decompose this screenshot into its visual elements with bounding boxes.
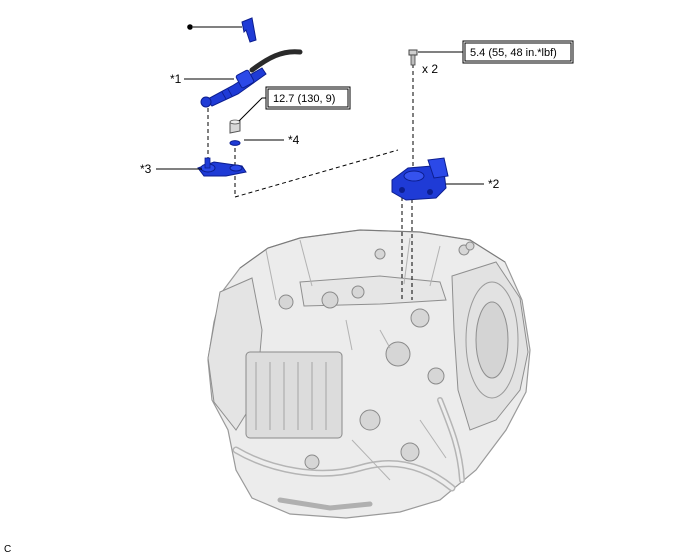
illustration-code: C bbox=[4, 544, 11, 555]
cable-retaining-clip bbox=[241, 17, 257, 43]
reference-dot-icon bbox=[187, 24, 193, 30]
lock-nut-part bbox=[229, 119, 241, 134]
shift-cable-part bbox=[200, 49, 303, 108]
position-switch-part bbox=[391, 157, 449, 201]
washer-part bbox=[229, 140, 241, 146]
leader-lines bbox=[156, 26, 484, 185]
part-label-4: *4 bbox=[288, 133, 300, 147]
part-label-1: *1 bbox=[170, 72, 182, 86]
part-label-2: *2 bbox=[488, 177, 500, 191]
bolt-quantity: x 2 bbox=[422, 62, 438, 76]
torque-value-nut: 12.7 (130, 9) bbox=[273, 93, 335, 105]
torque-value-bolt: 5.4 (55, 48 in.*lbf) bbox=[470, 47, 557, 59]
transmission-assembly-illustration bbox=[207, 229, 531, 519]
part-label-3: *3 bbox=[140, 162, 152, 176]
torque-box-nut: 12.7 (130, 9) bbox=[265, 86, 351, 110]
torque-box-bolt: 5.4 (55, 48 in.*lbf) bbox=[462, 40, 574, 64]
control-lever-part bbox=[197, 157, 247, 177]
bolt-part bbox=[408, 49, 418, 66]
